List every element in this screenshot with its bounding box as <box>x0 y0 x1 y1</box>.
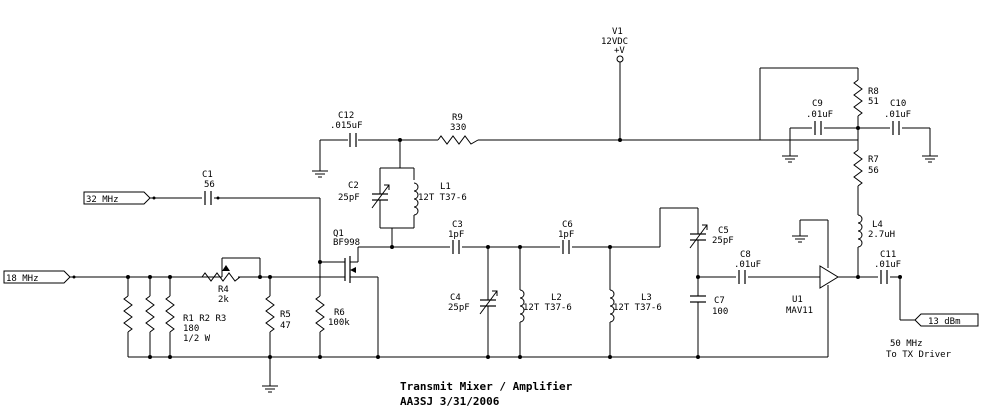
r4-value: 2k <box>218 295 229 305</box>
capacitor-c11 <box>880 269 888 285</box>
r8-value: 51 <box>868 97 879 107</box>
v1-ref: V1 <box>612 27 623 37</box>
r1-r2-r3-ref: R1 R2 R3 <box>183 314 226 324</box>
c6-value: 1pF <box>558 230 574 240</box>
variable-capacitor-c2 <box>371 180 390 215</box>
c7-value: 100 <box>712 307 728 317</box>
u1-value: MAV11 <box>786 306 813 316</box>
resistor-r5 <box>265 295 275 333</box>
resistor-r6 <box>315 295 325 333</box>
c12-value: .015uF <box>330 121 363 131</box>
c2-value: 25pF <box>338 193 360 203</box>
capacitor-c1 <box>204 190 212 206</box>
port-32mhz <box>83 191 151 205</box>
supply-v1 <box>616 55 624 63</box>
l1-value: 12T T37-6 <box>418 193 467 203</box>
diagram-author: AA3SJ 3/31/2006 <box>400 395 500 408</box>
port-13dbm <box>914 313 979 327</box>
transistor-q1 <box>344 256 358 283</box>
r9-ref: R9 <box>452 113 463 123</box>
ground-symbol-c12 <box>311 164 329 178</box>
ground-symbol-c10 <box>921 149 939 163</box>
inductor-l4 <box>857 214 863 248</box>
c7-ref: C7 <box>714 296 725 306</box>
ground-symbol-r5 <box>261 379 279 393</box>
r5-value: 47 <box>280 321 291 331</box>
l3-ref: L3 <box>641 293 652 303</box>
port-18mhz <box>3 270 71 284</box>
r5-ref: R5 <box>280 310 291 320</box>
l4-ref: L4 <box>872 220 883 230</box>
main-bus-wires <box>70 62 931 380</box>
c5-value: 25pF <box>712 236 734 246</box>
q1-value: BF998 <box>333 238 360 248</box>
resistor-r2 <box>145 295 155 333</box>
capacitor-c6 <box>562 239 570 255</box>
resistor-r8 <box>853 79 863 117</box>
u1-ref: U1 <box>792 295 803 305</box>
r7-ref: R7 <box>868 155 879 165</box>
capacitor-c12 <box>349 132 357 148</box>
v1-symbol: +V <box>614 46 625 56</box>
c11-ref: C11 <box>880 250 896 260</box>
c3-value: 1pF <box>448 230 464 240</box>
c8-value: .01uF <box>734 260 761 270</box>
ground-symbol-u1 <box>791 229 809 243</box>
c8-ref: C8 <box>740 250 751 260</box>
potentiometer-r4 <box>201 265 241 282</box>
c3-ref: C3 <box>452 220 463 230</box>
output-note-freq: 50 MHz <box>890 339 923 349</box>
r6-ref: R6 <box>334 308 345 318</box>
c1-value: 56 <box>204 180 215 190</box>
ground-symbol-c9 <box>781 149 799 163</box>
port-18mhz-label: 18 MHz <box>6 274 39 284</box>
amplifier-u1 <box>819 265 839 289</box>
c9-ref: C9 <box>812 99 823 109</box>
c10-ref: C10 <box>890 99 906 109</box>
c4-ref: C4 <box>450 293 461 303</box>
resistor-r7 <box>853 149 863 187</box>
diagram-title: Transmit Mixer / Amplifier <box>400 380 573 393</box>
variable-capacitor-c5 <box>689 222 708 252</box>
r1-r2-r3-power: 1/2 W <box>183 334 211 344</box>
l1-ref: L1 <box>440 182 451 192</box>
capacitor-c8 <box>738 269 746 285</box>
c11-value: .01uF <box>874 260 901 270</box>
q1-ref: Q1 <box>333 229 344 239</box>
c10-value: .01uF <box>884 110 911 120</box>
c5-ref: C5 <box>718 226 729 236</box>
c9-value: .01uF <box>806 110 833 120</box>
junction-dots <box>72 126 902 359</box>
l2-ref: L2 <box>551 293 562 303</box>
variable-capacitor-c4 <box>479 288 498 318</box>
r6-value: 100k <box>328 318 350 328</box>
resistor-r1 <box>123 295 133 333</box>
l4-value: 2.7uH <box>868 230 895 240</box>
r8-ref: R8 <box>868 87 879 97</box>
l2-value: 12T T37-6 <box>523 303 572 313</box>
capacitor-c10 <box>892 120 900 136</box>
output-note-dest: To TX Driver <box>886 350 952 360</box>
r7-value: 56 <box>868 166 879 176</box>
r4-ref: R4 <box>218 285 229 295</box>
capacitor-c9 <box>814 120 822 136</box>
v1-value: 12VDC <box>601 37 628 47</box>
r9-value: 330 <box>450 123 466 133</box>
r1-r2-r3-value: 180 <box>183 324 199 334</box>
resistor-r9 <box>437 135 479 145</box>
c4-value: 25pF <box>448 303 470 313</box>
l3-value: 12T T37-6 <box>613 303 662 313</box>
c1-ref: C1 <box>202 170 213 180</box>
c12-ref: C12 <box>338 111 354 121</box>
resistor-r3 <box>165 295 175 333</box>
capacitor-c3 <box>452 239 460 255</box>
port-13dbm-label: 13 dBm <box>928 317 961 327</box>
c6-ref: C6 <box>562 220 573 230</box>
capacitor-c7 <box>690 295 706 308</box>
port-32mhz-label: 32 MHz <box>86 195 119 205</box>
c2-ref: C2 <box>348 181 359 191</box>
